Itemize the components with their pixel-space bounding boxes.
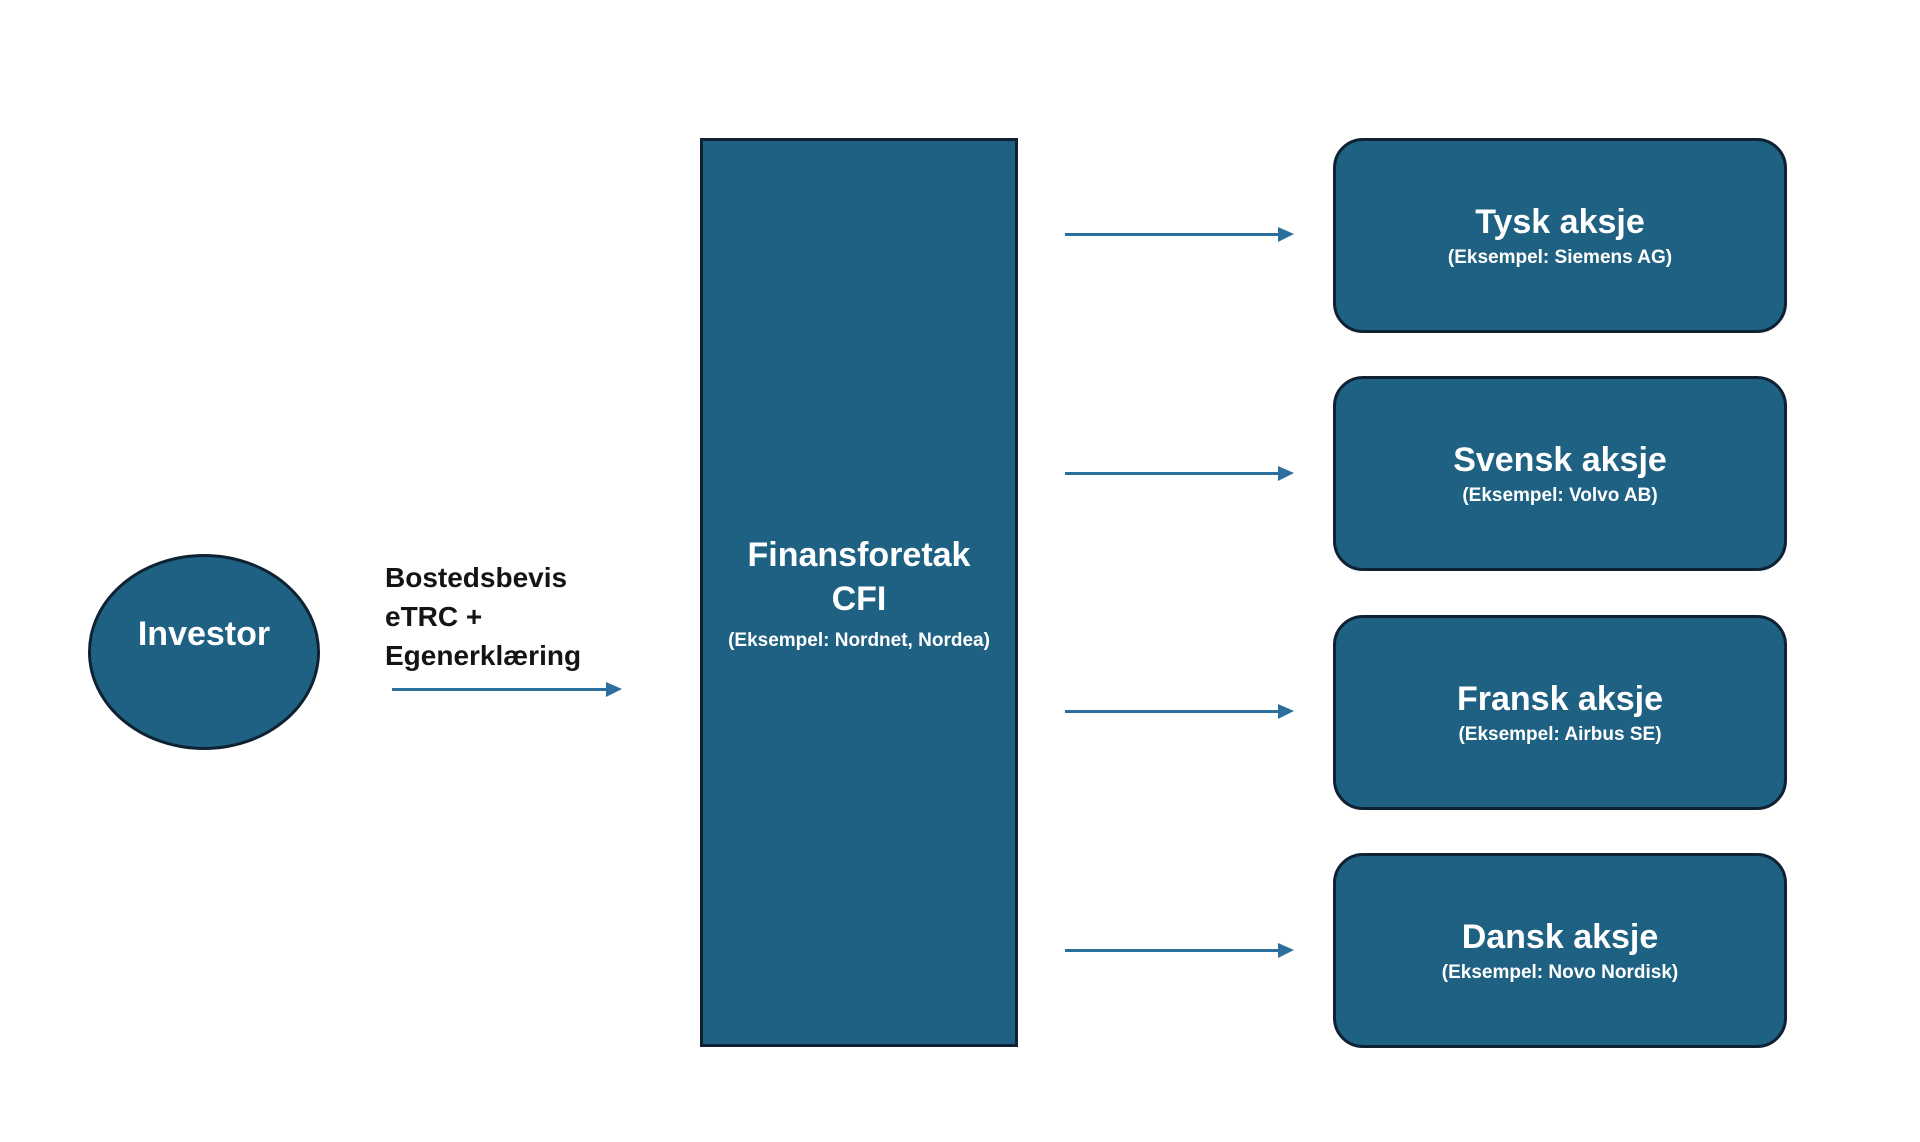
- box-dansk-aksje-title: Dansk aksje: [1461, 917, 1659, 956]
- arrow-to-tysk-aksje: [1065, 227, 1294, 242]
- box-dansk-aksje-example: (Eksempel: Novo Nordisk): [1441, 961, 1679, 983]
- box-tysk-aksje-example: (Eksempel: Siemens AG): [1447, 246, 1673, 268]
- flow-arrow-label-line3: Egenerklæring: [385, 640, 582, 671]
- arrow-to-fransk-aksje: [1065, 704, 1294, 719]
- investor-ellipse: Investor: [88, 554, 320, 750]
- flow-arrow-label: Bostedsbevis eTRC + Egenerklæring: [385, 558, 645, 675]
- arrow-to-dansk-aksje: [1065, 943, 1294, 958]
- investor-label: Investor: [137, 614, 271, 653]
- box-svensk-aksje-title: Svensk aksje: [1453, 440, 1667, 479]
- box-tysk-aksje-title: Tysk aksje: [1475, 202, 1645, 241]
- finansforetak-box: Finansforetak CFI (Eksempel: Nordnet, No…: [700, 138, 1018, 1047]
- finansforetak-example: (Eksempel: Nordnet, Nordea): [728, 629, 990, 651]
- box-tysk-aksje: Tysk aksje (Eksempel: Siemens AG): [1333, 138, 1787, 333]
- box-fransk-aksje: Fransk aksje (Eksempel: Airbus SE): [1333, 615, 1787, 810]
- finansforetak-title-line2: CFI: [831, 579, 887, 618]
- flow-arrow-label-line1: Bostedsbevis: [385, 562, 568, 593]
- box-svensk-aksje: Svensk aksje (Eksempel: Volvo AB): [1333, 376, 1787, 571]
- arrow-investor-to-finansforetak: [392, 682, 622, 697]
- flow-arrow-label-line2: eTRC +: [385, 601, 483, 632]
- finansforetak-title-line1: Finansforetak: [747, 535, 971, 574]
- box-svensk-aksje-example: (Eksempel: Volvo AB): [1462, 484, 1658, 506]
- box-fransk-aksje-example: (Eksempel: Airbus SE): [1458, 723, 1662, 745]
- box-fransk-aksje-title: Fransk aksje: [1456, 679, 1664, 718]
- box-dansk-aksje: Dansk aksje (Eksempel: Novo Nordisk): [1333, 853, 1787, 1048]
- arrow-to-svensk-aksje: [1065, 466, 1294, 481]
